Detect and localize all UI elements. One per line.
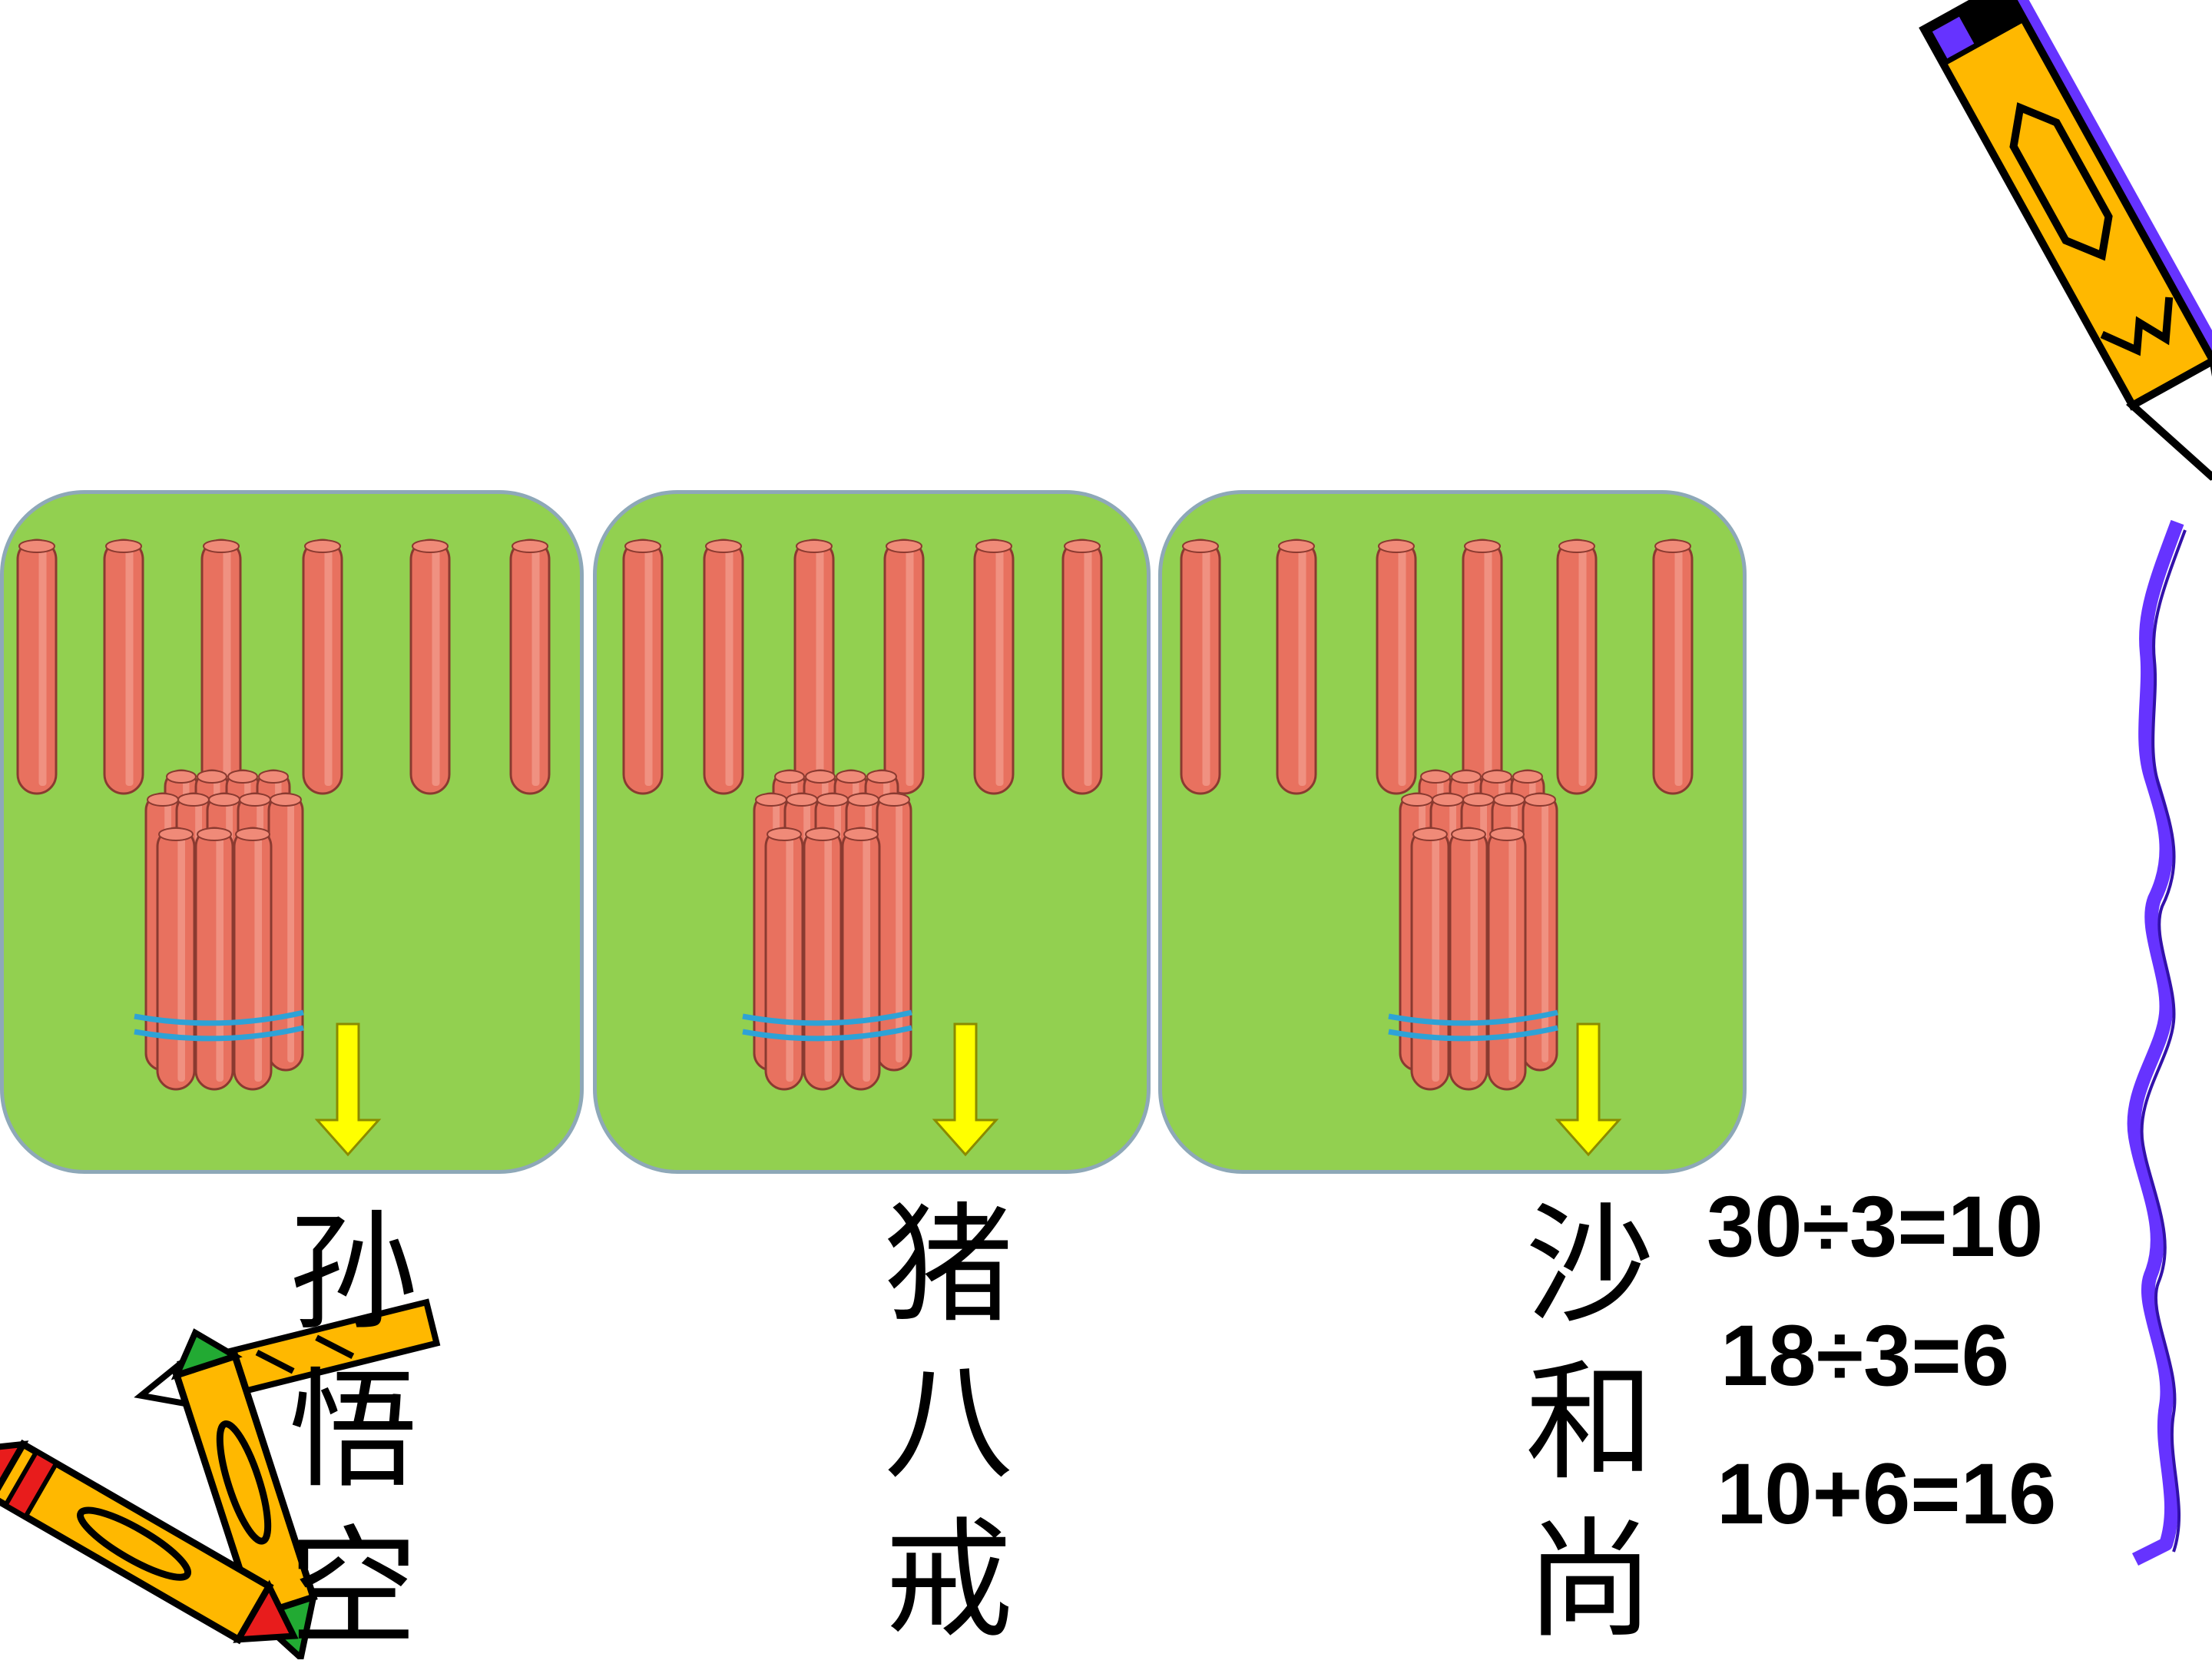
name-sun-wukong: 孙 悟 空: [289, 1198, 418, 1663]
counting-stick-icon: [883, 539, 925, 795]
counting-stick-icon: [1462, 539, 1503, 795]
counting-stick-icon: [703, 539, 744, 795]
counting-stick-icon: [1061, 539, 1103, 795]
stick-bundle-icon: [1388, 769, 1558, 1091]
equation-3: 10+6=16: [1717, 1446, 2057, 1542]
panel-sticks: [1180, 539, 1694, 1157]
counting-stick-icon: [1376, 539, 1417, 795]
counting-stick-icon: [156, 827, 196, 1091]
stick-bundle-icon: [134, 769, 304, 1091]
counting-stick-icon: [793, 539, 835, 795]
name-zhu-bajie: 猪 八 戒: [884, 1190, 1013, 1655]
panel-sticks: [16, 539, 551, 1157]
counting-panel-zhu-bajie: [593, 490, 1151, 1174]
arrow-down-icon: [314, 1022, 382, 1157]
counting-panel-sun-wukong: [0, 490, 584, 1174]
counting-stick-icon: [1449, 827, 1488, 1091]
counting-stick-icon: [1180, 539, 1221, 795]
counting-stick-icon: [841, 827, 881, 1091]
counting-stick-icon: [509, 539, 551, 795]
equation-1: 30÷3=10: [1707, 1178, 2044, 1274]
counting-stick-icon: [267, 792, 304, 1072]
counting-stick-icon: [876, 792, 912, 1072]
counting-stick-icon: [103, 539, 144, 795]
counting-stick-icon: [16, 539, 58, 795]
panel-sticks: [622, 539, 1103, 1157]
counting-stick-icon: [622, 539, 664, 795]
name-sha-heshang: 沙 和 尚: [1525, 1190, 1654, 1655]
counting-panel-sha-heshang: [1158, 490, 1747, 1174]
counting-stick-icon: [973, 539, 1015, 795]
counting-stick-icon: [409, 539, 451, 795]
counting-stick-icon: [1487, 827, 1527, 1091]
stick-bundle-icon: [742, 769, 912, 1091]
counting-stick-icon: [233, 827, 273, 1091]
counting-stick-icon: [1652, 539, 1694, 795]
arrow-down-icon: [932, 1022, 999, 1157]
counting-stick-icon: [764, 827, 804, 1091]
counting-stick-icon: [302, 539, 343, 795]
equation-2: 18÷3=6: [1720, 1307, 2010, 1404]
arrow-down-icon: [1555, 1022, 1622, 1157]
counting-stick-icon: [200, 539, 242, 795]
counting-stick-icon: [1276, 539, 1317, 795]
counting-stick-icon: [194, 827, 234, 1091]
counting-stick-icon: [1522, 792, 1558, 1072]
counting-stick-icon: [803, 827, 843, 1091]
counting-stick-icon: [1410, 827, 1450, 1091]
counting-stick-icon: [1556, 539, 1598, 795]
